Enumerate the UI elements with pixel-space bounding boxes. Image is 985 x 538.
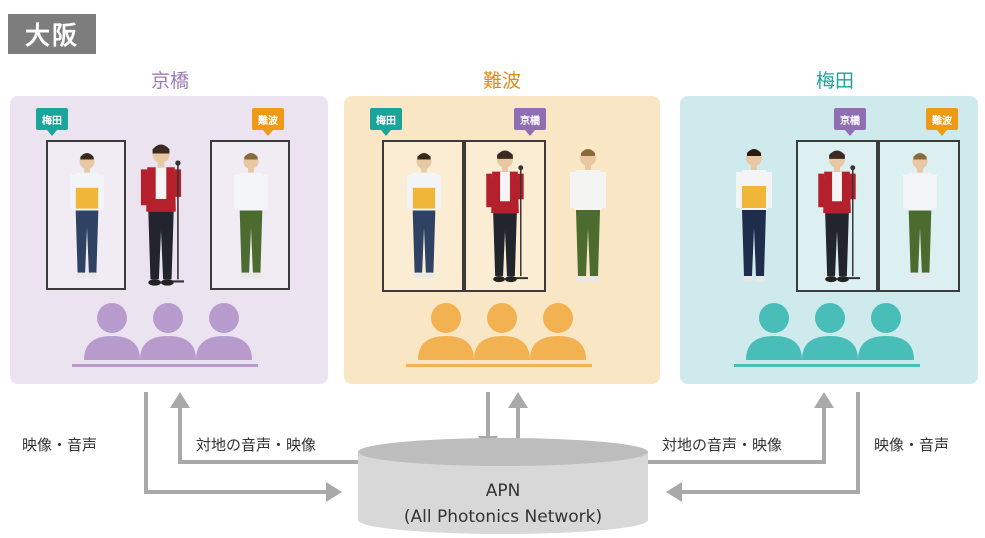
venue-panel-kyobashi: 梅田 難波 <box>10 96 328 384</box>
arrowhead <box>666 482 682 502</box>
flow-arrow-kyobashi-in <box>178 406 358 464</box>
venue-panel-umeda: 京橋 難波 <box>680 96 978 384</box>
remote-screen-umeda <box>46 140 126 290</box>
apn-cylinder <box>358 438 648 534</box>
remote-screen-namba <box>878 140 960 292</box>
venue-title-umeda: 梅田 <box>815 70 854 92</box>
venue-panel-namba: 梅田 京橋 <box>344 96 660 384</box>
remote-screen-kyobashi <box>464 140 546 292</box>
screen-tag-kyobashi: 京橋 <box>514 108 546 136</box>
arrowhead <box>326 482 342 502</box>
audience-floor-line <box>406 364 592 367</box>
audience-floor-line <box>734 364 920 367</box>
arrowhead <box>814 392 834 408</box>
apn-label: APN (All Photonics Network) <box>358 478 648 530</box>
remote-screen-umeda <box>382 140 464 292</box>
screen-tag-umeda: 梅田 <box>36 108 68 136</box>
flow-arrow-umeda-out <box>680 392 860 494</box>
audience-floor-line <box>72 364 258 367</box>
screen-tag-namba: 難波 <box>926 108 958 136</box>
arrowhead <box>170 392 190 408</box>
flow-label-umeda-in: 対地の音声・映像 <box>662 436 783 454</box>
remote-screen-kyobashi <box>796 140 878 292</box>
venue-title-namba: 難波 <box>482 70 521 92</box>
remote-screen-namba <box>210 140 290 290</box>
apn-title: APN <box>485 481 521 501</box>
screen-tag-namba: 難波 <box>252 108 284 136</box>
flow-arrow-umeda-in <box>646 406 826 464</box>
arrowhead <box>508 392 528 408</box>
flow-label-kyobashi-in: 対地の音声・映像 <box>196 436 317 454</box>
venue-title-kyobashi: 京橋 <box>150 70 189 92</box>
screen-tag-umeda: 梅田 <box>370 108 402 136</box>
region-badge: 大阪 <box>8 14 96 54</box>
apn-subtitle: (All Photonics Network) <box>403 507 603 527</box>
screen-tag-kyobashi: 京橋 <box>834 108 866 136</box>
flow-arrow-kyobashi-out <box>144 392 330 494</box>
flow-label-umeda-out: 映像・音声 <box>874 436 950 454</box>
flow-label-kyobashi-out: 映像・音声 <box>22 436 98 454</box>
